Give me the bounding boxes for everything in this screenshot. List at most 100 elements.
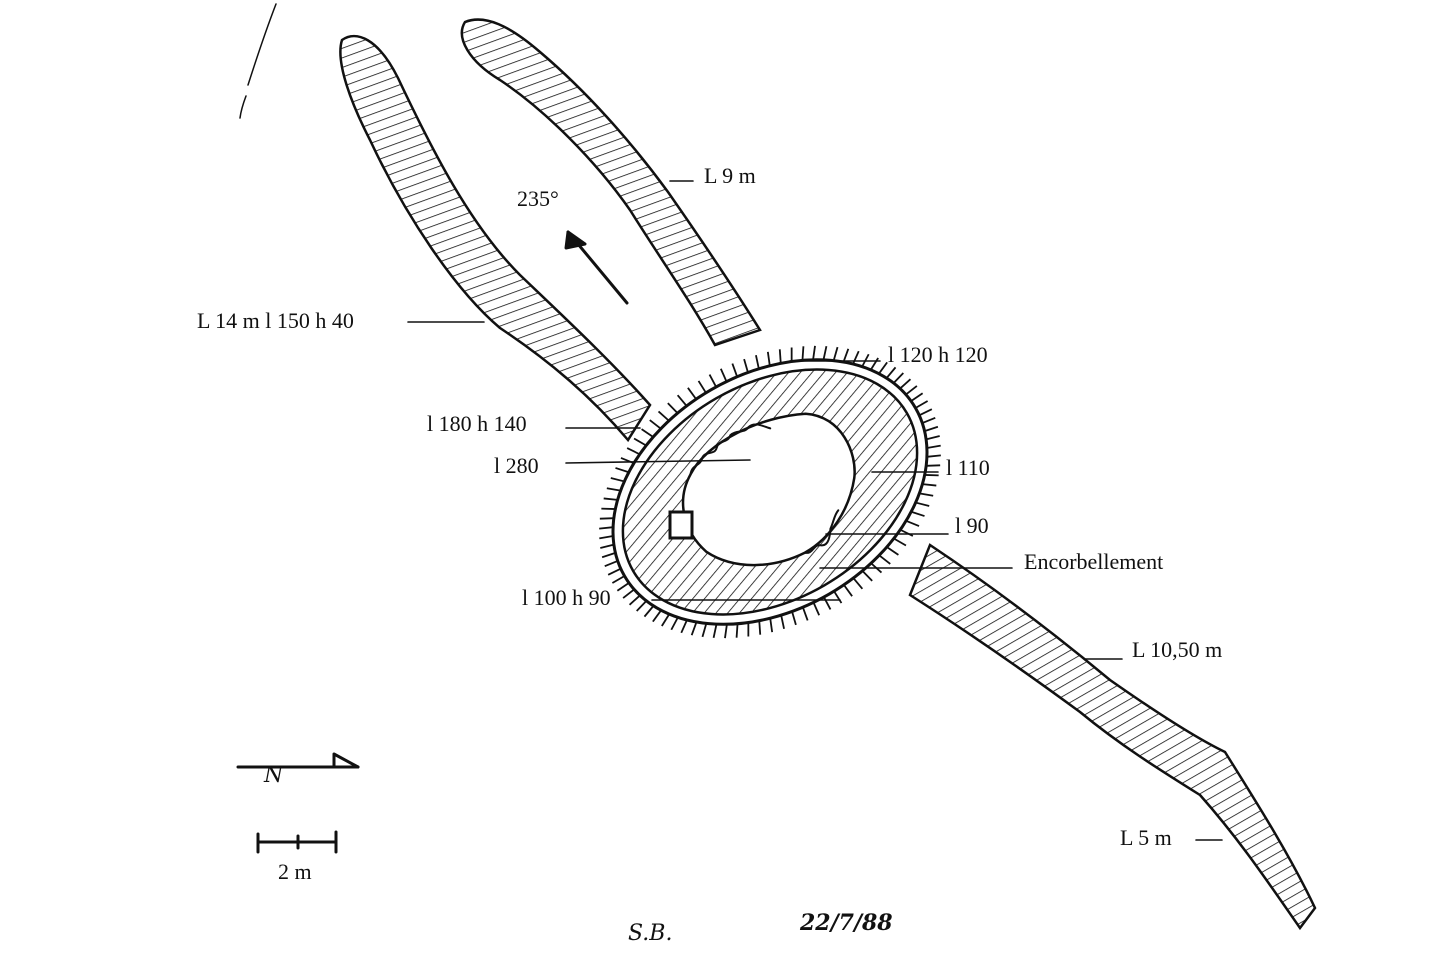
rim-tick	[893, 537, 907, 547]
label-arm-south-east-end: L 5 m	[1120, 825, 1172, 850]
rim-tick	[712, 623, 718, 639]
rim-tick	[869, 357, 879, 371]
north-east-passage	[460, 18, 762, 347]
rim-tick	[842, 348, 850, 363]
label-arm-north-west: L 14 m l 150 h 40	[197, 308, 354, 333]
rim-tick	[611, 575, 625, 584]
label-chamber-left-mid: l 280	[494, 453, 539, 478]
rim-tick	[731, 363, 739, 378]
south-east-passage	[908, 543, 1317, 931]
rim-tick	[641, 428, 654, 438]
label-corbelling: Encorbellement	[1024, 549, 1163, 574]
rim-tick	[720, 368, 728, 382]
rim-tick	[747, 622, 750, 637]
label-chamber-left-lower: l 100 h 90	[522, 585, 611, 610]
rim-tick	[724, 624, 728, 639]
rim-tick	[636, 600, 648, 612]
rim-tick	[832, 346, 839, 361]
chamber-rim-ticks	[599, 345, 941, 639]
bearing-arrow	[564, 230, 629, 305]
scale-bar	[256, 830, 338, 854]
rim-tick	[661, 613, 671, 627]
rim-tick	[899, 528, 914, 537]
rim-tick	[915, 400, 929, 409]
rim-tick	[769, 618, 774, 633]
rim-tick	[790, 347, 793, 362]
rim-tick	[649, 419, 662, 430]
rim-tick	[680, 619, 688, 634]
label-bearing: 235°	[517, 186, 559, 211]
rim-tick	[905, 519, 920, 527]
rim-tick	[601, 507, 616, 510]
rim-tick	[922, 483, 937, 487]
rim-tick	[919, 492, 934, 497]
north-west-passage	[339, 34, 652, 443]
chamber	[599, 345, 941, 639]
rim-tick	[918, 408, 933, 417]
rim-tick	[628, 594, 641, 606]
rim-tick	[892, 372, 904, 384]
rim-tick	[924, 425, 939, 432]
rim-tick	[600, 543, 615, 549]
rim-tick	[910, 510, 925, 517]
rim-tick	[616, 582, 630, 592]
rim-tick	[833, 590, 843, 604]
rim-tick	[743, 358, 749, 373]
leader-lines	[407, 180, 1223, 841]
rim-tick	[878, 361, 888, 375]
label-arm-south-east: L 10,50 m	[1132, 637, 1222, 662]
label-chamber-right-upper: l 110	[946, 455, 990, 480]
north-arrow-icon: N	[236, 752, 360, 788]
label-chamber-top: l 120 h 120	[888, 342, 988, 367]
rim-tick	[791, 611, 797, 626]
rim-tick	[599, 526, 614, 530]
rim-tick	[926, 454, 941, 458]
rim-tick	[861, 570, 873, 582]
rim-tick	[615, 467, 630, 474]
rim-tick	[843, 584, 853, 597]
rim-tick	[610, 477, 625, 483]
label-chamber-right-mid: l 90	[955, 513, 989, 538]
rim-tick	[670, 616, 679, 631]
rim-tick	[822, 345, 828, 361]
rim-tick	[926, 464, 941, 467]
rim-tick	[878, 554, 891, 565]
rim-tick	[735, 623, 739, 638]
rim-tick	[690, 621, 698, 636]
rim-tick	[812, 602, 820, 616]
chamber-void	[681, 412, 856, 567]
rim-tick	[607, 567, 622, 576]
rim-tick	[921, 416, 936, 424]
rim-tick	[801, 606, 809, 621]
rim-tick	[708, 374, 717, 388]
rim-tick	[604, 560, 619, 568]
rim-tick	[899, 378, 912, 390]
rim-tick	[755, 354, 760, 370]
rim-tick	[910, 392, 924, 402]
rim-tick	[606, 487, 621, 492]
rim-tick	[905, 385, 918, 396]
rim-tick	[780, 614, 785, 630]
rim-tick	[667, 402, 679, 414]
rim-tick	[643, 605, 655, 618]
signature: S.B.	[628, 921, 672, 946]
rim-tick	[652, 609, 662, 623]
label-arm-north-east: L 9 m	[704, 163, 756, 188]
rim-tick	[885, 366, 897, 379]
rim-tick	[924, 474, 939, 477]
rim-tick	[622, 588, 635, 599]
rim-tick	[701, 623, 708, 638]
edge-arc	[239, 3, 277, 119]
rim-tick	[697, 380, 707, 394]
rim-tick	[886, 546, 899, 556]
rim-tick	[657, 410, 670, 422]
rim-tick	[823, 596, 832, 610]
rim-tick	[852, 350, 860, 365]
rim-tick	[687, 387, 697, 400]
rim-tick	[676, 394, 688, 407]
rim-tick	[758, 620, 762, 635]
rim-tick	[925, 435, 940, 441]
rim-tick	[812, 345, 816, 360]
rim-tick	[778, 349, 782, 364]
